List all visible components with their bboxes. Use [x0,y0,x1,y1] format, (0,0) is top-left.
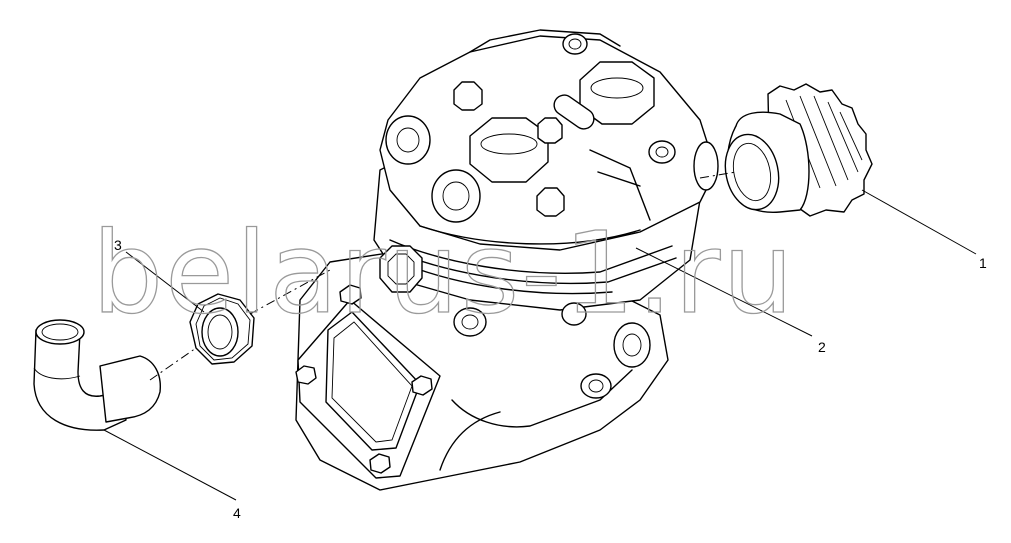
elbow-fitting [33,319,161,431]
compressor-body [295,29,719,491]
cover-bolts [295,284,433,474]
callout-4: 4 [233,505,241,521]
hex-nut [189,293,255,365]
callout-3: 3 [114,237,122,253]
assembly-lines [103,171,977,501]
side-fittings [379,245,587,337]
drive-gear [724,83,873,217]
callout-1: 1 [979,255,987,271]
callout-2: 2 [818,339,826,355]
watermark-text: belarus-1.ru [92,209,795,339]
head-bolts [453,33,676,217]
